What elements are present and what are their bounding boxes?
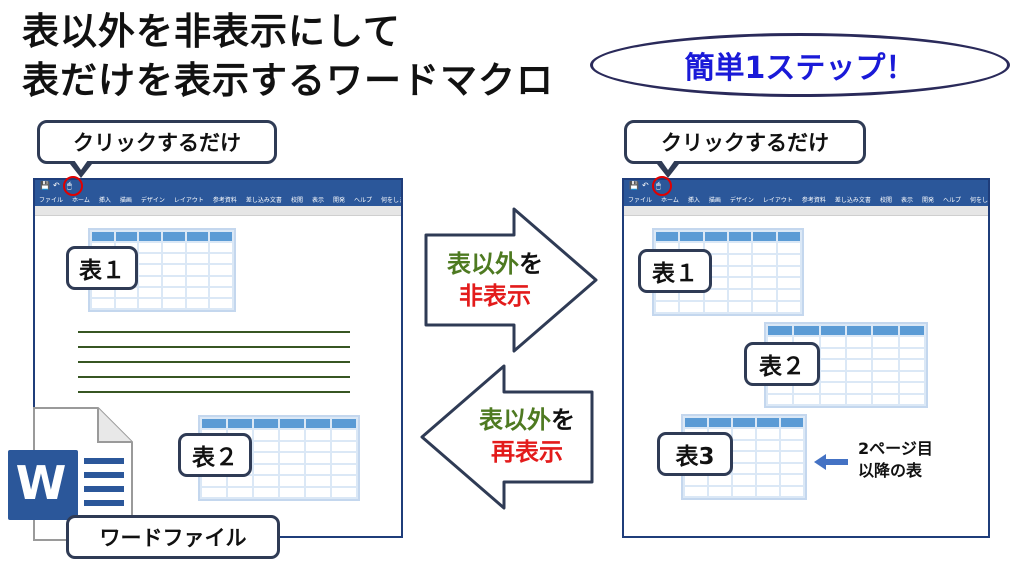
undo-icon[interactable]: ↶ — [53, 181, 60, 190]
tab-layout[interactable]: レイアウト — [173, 196, 204, 204]
right-quick-access-bar: 💾 ↶ 🖱 — [624, 180, 988, 192]
left-click-callout-text: クリックするだけ — [73, 131, 241, 155]
tab-design[interactable]: デザイン — [729, 196, 754, 204]
tell-me-search[interactable]: 何をしますか — [381, 196, 401, 204]
tell-me-search[interactable]: 何をしますか — [970, 196, 988, 204]
hide-arrow-line1-b: を — [519, 250, 543, 278]
tab-mailings[interactable]: 差し込み文書 — [834, 196, 871, 204]
step-badge: 簡単1ステップ！ — [590, 33, 1010, 97]
word-file-icon — [8, 407, 133, 541]
left-ribbon-tabs: ファイル ホーム 挿入 描画 デザイン レイアウト 参考資料 差し込み文書 校閲… — [35, 192, 401, 206]
title-line-1: 表以外を非表示にして — [22, 10, 401, 53]
title-line-2: 表だけを表示するワードマクロ — [22, 59, 554, 102]
note-pointer-arrow — [814, 454, 848, 470]
left-body-text-lines — [78, 331, 350, 395]
hide-arrow-right — [424, 207, 598, 353]
left-table-2-label: 表２ — [178, 433, 252, 477]
tab-mailings[interactable]: 差し込み文書 — [245, 196, 282, 204]
tab-developer[interactable]: 開発 — [332, 196, 345, 204]
show-arrow-line1-b: を — [551, 406, 575, 434]
tab-insert[interactable]: 挿入 — [687, 196, 700, 204]
tab-references[interactable]: 参考資料 — [212, 196, 237, 204]
tab-review[interactable]: 校閲 — [290, 196, 303, 204]
tab-draw[interactable]: 描画 — [708, 196, 721, 204]
tab-layout[interactable]: レイアウト — [762, 196, 793, 204]
tab-home[interactable]: ホーム — [72, 196, 90, 204]
tab-draw[interactable]: 描画 — [119, 196, 132, 204]
save-icon[interactable]: 💾 — [629, 181, 639, 190]
left-ribbon-body — [35, 206, 401, 216]
later-pages-note: 2ページ目 以降の表 — [858, 439, 933, 481]
hide-arrow-line1-a: 表以外 — [447, 250, 519, 278]
right-click-highlight-ring — [652, 176, 672, 196]
tab-developer[interactable]: 開発 — [921, 196, 934, 204]
word-file-label: ワードファイル — [66, 515, 280, 559]
tab-file[interactable]: ファイル — [628, 196, 653, 204]
tab-design[interactable]: デザイン — [140, 196, 165, 204]
tab-review[interactable]: 校閲 — [879, 196, 892, 204]
left-table-1-label: 表１ — [66, 246, 138, 290]
right-click-callout-text: クリックするだけ — [661, 131, 829, 155]
tab-references[interactable]: 参考資料 — [801, 196, 826, 204]
tab-help[interactable]: ヘルプ — [353, 196, 372, 204]
hide-arrow-line2: 非表示 — [459, 282, 531, 311]
right-ribbon-tabs: ファイル ホーム 挿入 描画 デザイン レイアウト 参考資料 差し込み文書 校閲… — [624, 192, 988, 206]
save-icon[interactable]: 💾 — [40, 181, 50, 190]
undo-icon[interactable]: ↶ — [642, 181, 649, 190]
show-arrow-left — [420, 364, 594, 510]
right-table-3-label: 表3 — [657, 432, 733, 476]
show-arrow-line1-a: 表以外 — [479, 406, 551, 434]
right-click-callout: クリックするだけ — [624, 120, 866, 178]
tab-view[interactable]: 表示 — [311, 196, 324, 204]
right-ribbon-body — [624, 206, 988, 216]
tab-help[interactable]: ヘルプ — [942, 196, 961, 204]
left-quick-access-bar: 💾 ↶ 🖱 — [35, 180, 401, 192]
hide-arrow-text: 表以外を 非表示 — [430, 248, 560, 313]
show-arrow-text: 表以外を 再表示 — [462, 404, 592, 469]
tab-home[interactable]: ホーム — [661, 196, 679, 204]
tab-file[interactable]: ファイル — [39, 196, 64, 204]
show-arrow-line2: 再表示 — [491, 438, 563, 467]
step-badge-text: 簡単1ステップ！ — [684, 51, 916, 86]
left-click-highlight-ring — [63, 176, 83, 196]
right-table-2-label: 表２ — [744, 342, 820, 386]
tab-view[interactable]: 表示 — [900, 196, 913, 204]
word-icon-letter: W — [15, 456, 67, 510]
left-click-callout: クリックするだけ — [37, 120, 277, 178]
tab-insert[interactable]: 挿入 — [98, 196, 111, 204]
right-table-1-label: 表１ — [638, 249, 712, 293]
